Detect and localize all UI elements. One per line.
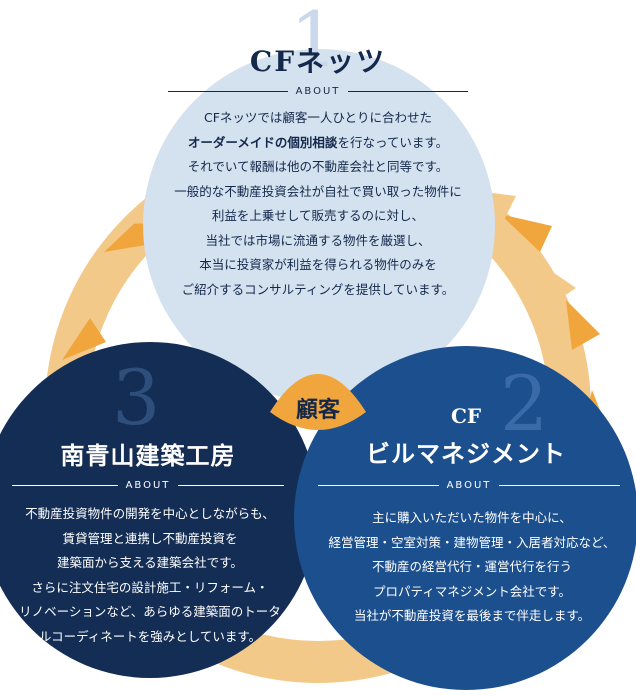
section1-title: CFネッツ xyxy=(249,45,387,78)
section3-about-label: ABOUT xyxy=(125,480,171,491)
section1-number: 1 xyxy=(290,0,339,84)
arrow-right-mid xyxy=(566,300,600,350)
section3-line: 建築面から支える建築会社です。 xyxy=(57,555,243,570)
section3-line: 不動産投資物件の開発を中心としながらも、 xyxy=(25,506,275,521)
section3-about: ABOUT xyxy=(12,480,285,491)
section1-line-rest: を行なっています。 xyxy=(337,134,449,150)
section2-line: 主に購入いただいた物件を中心に、 xyxy=(372,510,572,525)
circle-cfnets xyxy=(143,49,495,401)
section3-description: 不動産投資物件の開発を中心としながらも、 賃貸管理と連携し不動産投資を 建築面か… xyxy=(0,502,300,649)
arrow-right-upper xyxy=(500,214,552,252)
section3-line: リノベーションなど、あらゆる建築面のトータ xyxy=(19,604,281,619)
section2-number: 2 xyxy=(500,359,549,448)
arrow-left-upper xyxy=(104,218,152,252)
section1-line: 一般的な不動産投資会社が自社で買い取った物件に xyxy=(174,183,462,199)
section1-line: CFネッツでは顧客一人ひとりに合わせた xyxy=(203,110,433,125)
section1-line: 当社では市場に流通する物件を厳選し、 xyxy=(205,232,431,248)
about-rule-right xyxy=(178,485,285,486)
section2-title-line2: ビルマネジメント xyxy=(366,439,566,468)
about-rule-left xyxy=(168,91,288,92)
section1-line: ご紹介するコンサルティングを提供しています。 xyxy=(181,281,455,297)
section1-line-emphasis: オーダーメイドの個別相談を行なっています。 xyxy=(118,131,518,156)
section2-line: 当社が不動産投資を最後まで伴走します。 xyxy=(353,608,591,623)
section2-line: 不動産の経営代行・運営代行を行う xyxy=(371,559,572,574)
circle-minami-aoyama xyxy=(0,342,318,678)
customer-badge xyxy=(270,374,366,430)
section3-line: 賃貸管理と連携し不動産投資を xyxy=(62,530,238,546)
section1-description: CFネッツでは顧客一人ひとりに合わせた オーダーメイドの個別相談を行なっています… xyxy=(118,106,518,302)
section3-title: 南青山建築工房 xyxy=(60,441,236,470)
section2-about: ABOUT xyxy=(318,480,621,491)
section2-description: 主に購入いただいた物件を中心に、 経営管理・空室対策・建物管理・入居者対応など、… xyxy=(312,506,632,629)
arrow-left-mid xyxy=(62,318,106,360)
section1-about-label: ABOUT xyxy=(295,86,341,97)
section2-line: 経営管理・空室対策・建物管理・入居者対応など、 xyxy=(328,534,616,550)
section3-number: 3 xyxy=(112,353,161,442)
section3-line: さらに注文住宅の設計施工・リフォーム・ xyxy=(31,579,269,595)
circle-cf-building xyxy=(294,346,636,690)
section1-about: ABOUT xyxy=(168,86,469,97)
about-rule-right xyxy=(348,91,469,92)
center-customer-label: 顧客 xyxy=(295,397,340,423)
section2-about-label: ABOUT xyxy=(446,480,492,491)
about-rule-left xyxy=(12,485,118,486)
section2-line: プロパティマネジメント会社です。 xyxy=(372,583,571,599)
about-rule-right xyxy=(499,485,621,486)
section3-line: ルコーディネートを強みとしています。 xyxy=(38,628,262,644)
section1-bold-phrase: オーダーメイドの個別相談 xyxy=(187,134,338,150)
section2-title-line1: CF xyxy=(450,404,482,428)
section1-line: それでいて報酬は他の不動産会社と同等です。 xyxy=(187,159,449,174)
about-rule-left xyxy=(318,485,439,486)
section1-line: 本当に投資家が利益を得られる物件のみを xyxy=(199,257,437,272)
section1-line: 利益を上乗せして販売するのに対し、 xyxy=(211,208,425,223)
